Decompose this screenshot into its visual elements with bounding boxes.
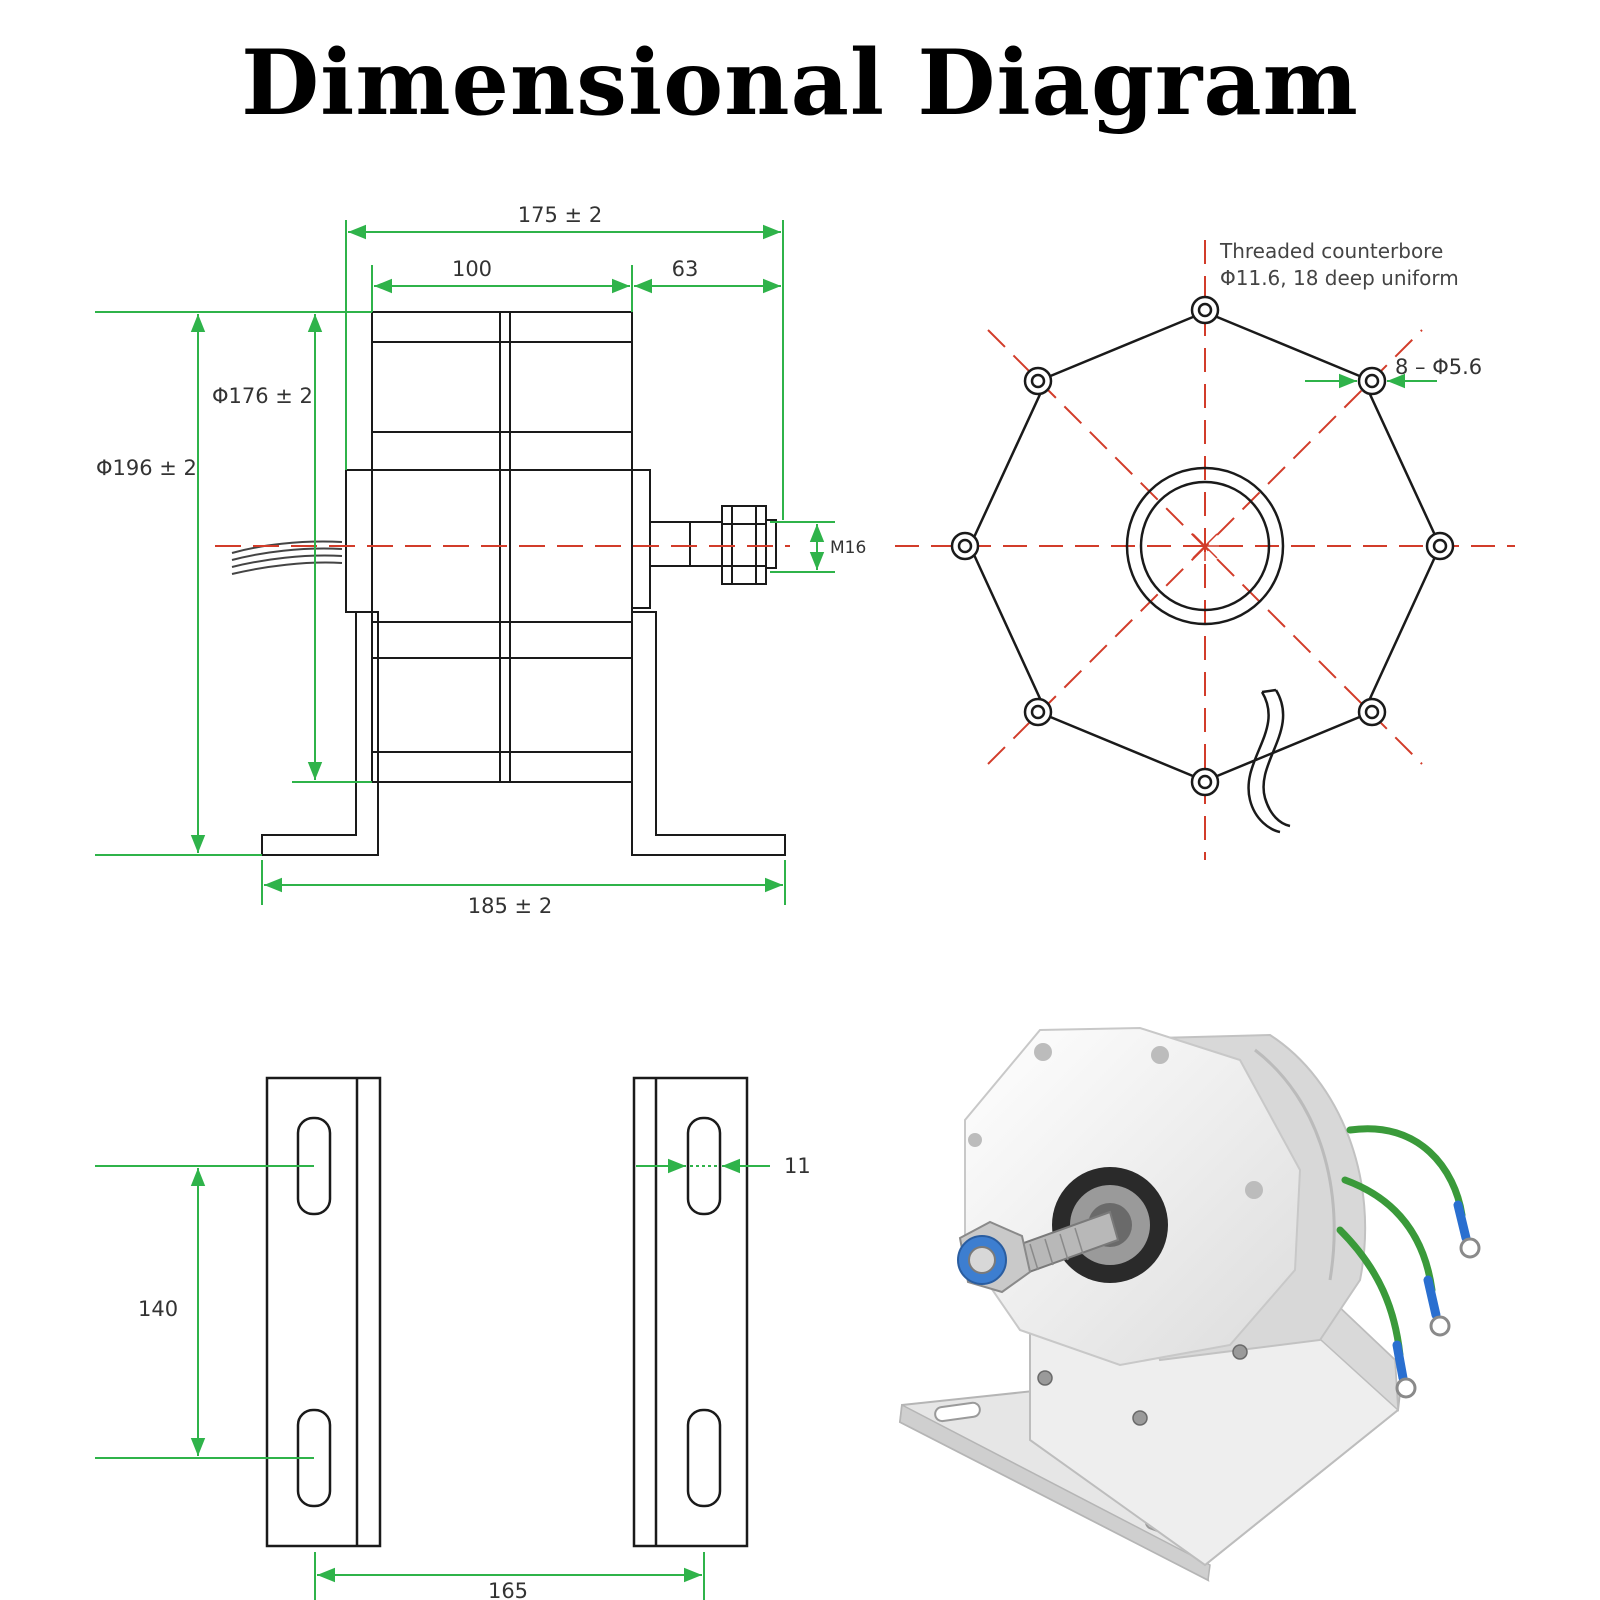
bolt-hole-top-left: [1023, 366, 1053, 396]
bolt-hole-bottom-right: [1357, 697, 1387, 727]
left-bracket-plate: [265, 1076, 382, 1548]
side-dimensions: [95, 220, 835, 905]
left-bracket: [261, 611, 379, 856]
bolt-hole-top: [1190, 295, 1220, 325]
bracket-spacing-label: 165: [488, 1579, 528, 1600]
bolt-hole-right: [1425, 531, 1455, 561]
base-length-label: 185 ± 2: [468, 894, 552, 918]
bolt-hole-bottom: [1190, 767, 1220, 797]
wind-generator-photo-icon: [898, 1026, 1481, 1582]
counterbore-note-line2: Φ11.6, 18 deep uniform: [1220, 266, 1459, 290]
right-slot-top: [686, 1116, 722, 1216]
front-cable: [1247, 688, 1291, 834]
outer-diameter-label: Φ196 ± 2: [96, 456, 197, 480]
hub-outer: [1125, 466, 1285, 626]
right-slot-bottom: [686, 1408, 722, 1508]
shaft-length-label: 63: [672, 257, 699, 281]
front-view: [895, 240, 1515, 860]
hole-spec-label: 8 – Φ5.6: [1395, 355, 1482, 379]
slot-width-label: 11: [784, 1154, 811, 1178]
counterbore-note-line1: Threaded counterbore: [1219, 239, 1443, 263]
shaft: [649, 521, 723, 567]
bolt-hole-bottom-left: [1023, 697, 1053, 727]
bolt-holes: [950, 295, 1455, 797]
right-bracket: [631, 611, 786, 856]
overall-length-label: 175 ± 2: [518, 203, 602, 227]
slot-spacing-label: 140: [138, 1297, 178, 1321]
bolt-hole-top-right: [1357, 366, 1387, 396]
body-length-label: 100: [452, 257, 492, 281]
hub-center-mark: [1190, 531, 1220, 561]
bolt-hole-left: [950, 531, 980, 561]
body-diameter-label: Φ176 ± 2: [212, 384, 313, 408]
bracket-view: [265, 1076, 749, 1548]
bracket-dimensions: [95, 1158, 770, 1600]
hub-inner: [1139, 480, 1271, 612]
shaft-thread-label: M16: [830, 538, 866, 558]
page-title: Dimensional Diagram: [241, 30, 1359, 136]
wire-bundle: [231, 540, 343, 575]
right-bracket-plate: [632, 1076, 749, 1548]
